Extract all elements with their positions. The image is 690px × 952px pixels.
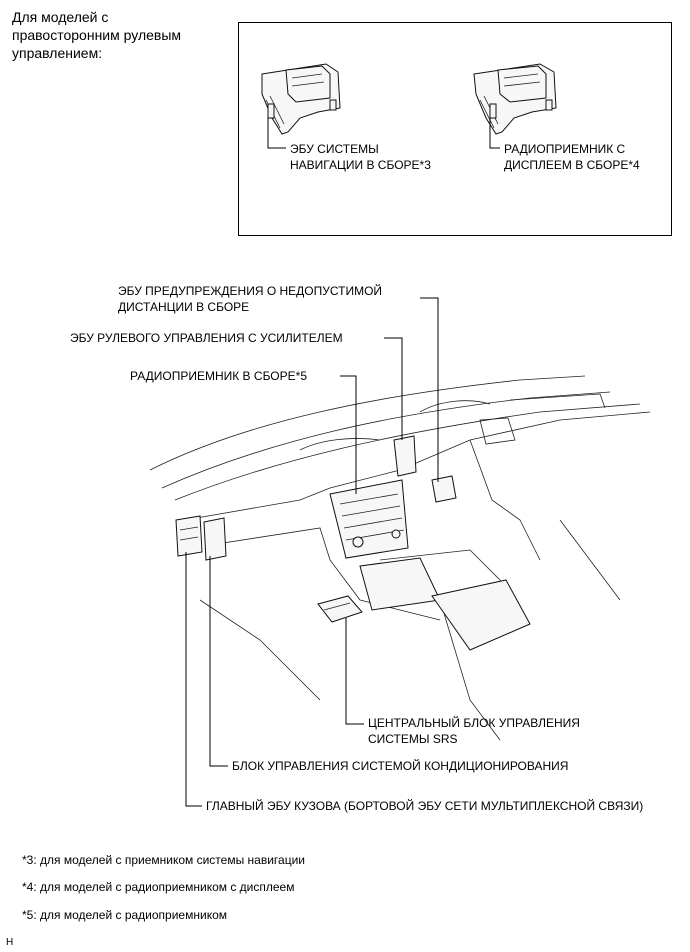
radio-display-drawing (473, 63, 557, 135)
body-ecu-label: ГЛАВНЫЙ ЭБУ КУЗОВА (БОРТОВОЙ ЭБУ СЕТИ МУ… (206, 799, 644, 813)
ac-leader (209, 556, 228, 767)
nav-ecu-leader (267, 118, 286, 149)
center-stack-drawing (329, 435, 531, 651)
body-ecu-drawing (175, 515, 203, 557)
srs-label-line2: СИСТЕМЫ SRS (368, 732, 458, 746)
nav-ecu-label-line2: НАВИГАЦИИ В СБОРЕ*3 (290, 158, 431, 172)
steering-ecu-leader (384, 337, 403, 440)
nav-ecu-label-line1: ЭБУ СИСТЕМЫ (290, 142, 379, 156)
radio-display-label-line2: ДИСПЛЕЕМ В СБОРЕ*4 (504, 158, 640, 172)
steering-ecu-label: ЭБУ РУЛЕВОГО УПРАВЛЕНИЯ С УСИЛИТЕЛЕМ (70, 331, 343, 345)
body-ecu-leader (185, 552, 202, 807)
distance-ecu-label-line2: ДИСТАНЦИИ В СБОРЕ (118, 300, 250, 314)
radio-display-label-line1: РАДИОПРИЕМНИК С (504, 142, 626, 156)
radio-label: РАДИОПРИЕМНИК В СБОРЕ*5 (130, 369, 307, 383)
dashboard-outline (149, 375, 651, 741)
distance-ecu-leader (420, 297, 439, 482)
ac-unit-drawing (203, 517, 227, 561)
srs-label-line1: ЦЕНТРАЛЬНЫЙ БЛОК УПРАВЛЕНИЯ (368, 716, 580, 730)
footnote-5: *5: для моделей с радиоприемником (22, 908, 227, 922)
corner-mark: H (6, 937, 14, 948)
distance-ecu-label-line1: ЭБУ ПРЕДУПРЕЖДЕНИЯ О НЕДОПУСТИМОЙ (118, 284, 383, 298)
footnote-4: *4: для моделей с радиоприемником с дисп… (22, 880, 295, 894)
footnote-3: *3: для моделей с приемником системы нав… (22, 853, 305, 867)
rhd-note: Для моделей с правосторонним рулевым упр… (12, 9, 182, 61)
navigation-ecu-drawing (261, 63, 341, 135)
radio-display-leader (489, 118, 500, 149)
srs-ecu-drawing (317, 595, 363, 623)
rhd-inset-frame (238, 22, 672, 236)
ac-label: БЛОК УПРАВЛЕНИЯ СИСТЕМОЙ КОНДИЦИОНИРОВАН… (232, 759, 569, 773)
srs-leader (345, 618, 364, 725)
radio-leader (340, 375, 357, 494)
distance-ecu-drawing (431, 475, 457, 503)
